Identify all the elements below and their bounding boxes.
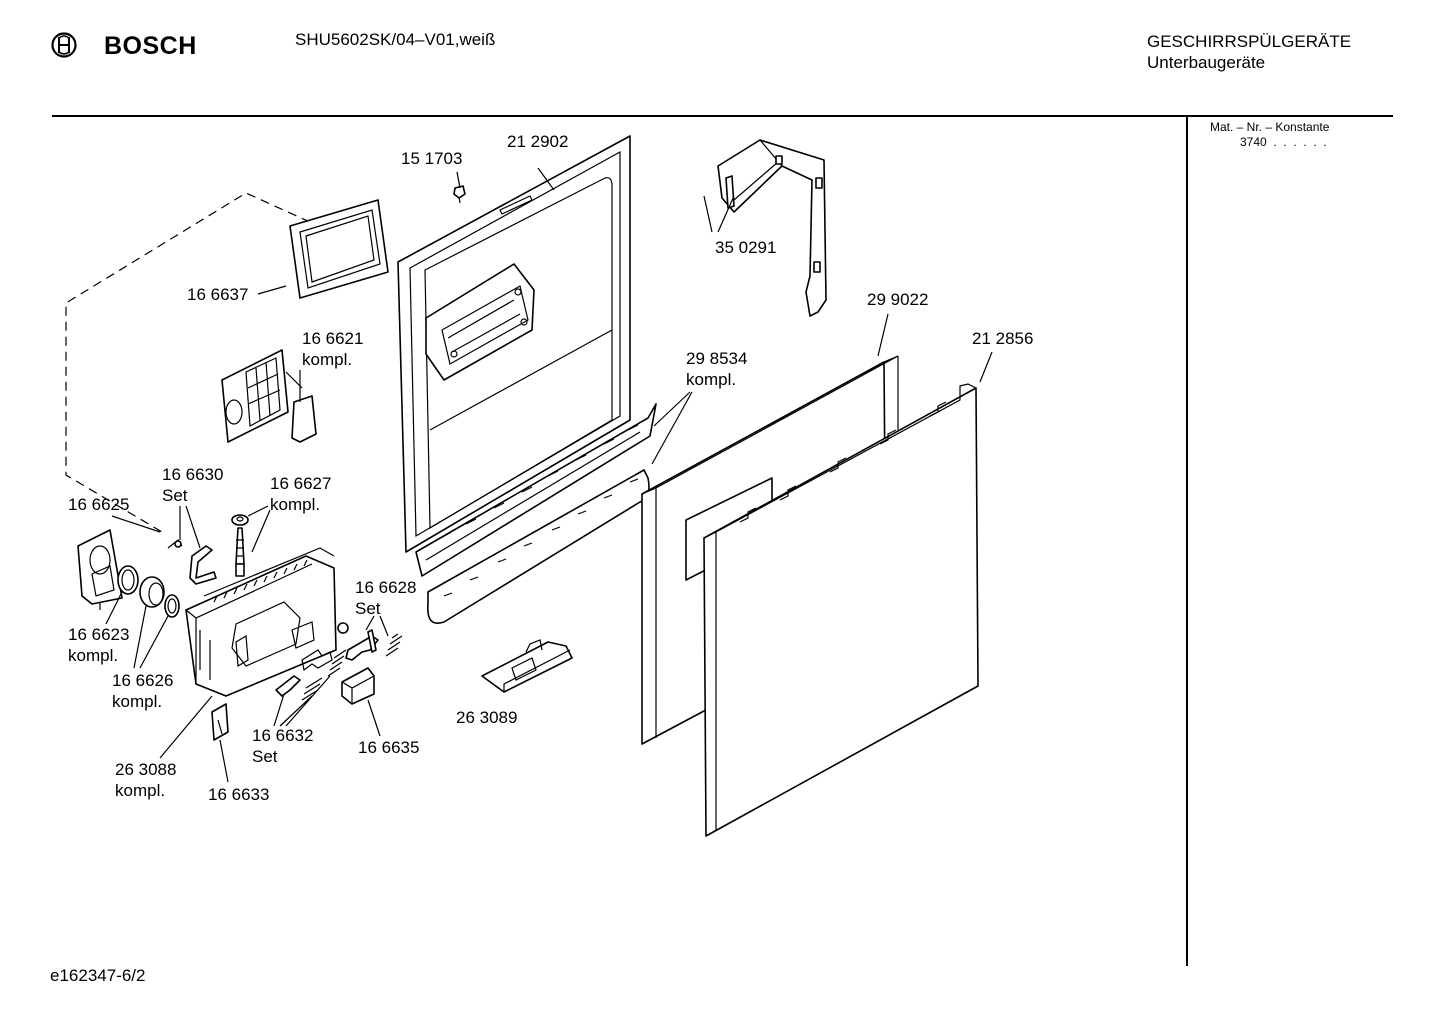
part-label-263088: 26 3088 kompl. <box>115 760 176 800</box>
part-label-166627: 16 6627 kompl. <box>270 474 331 514</box>
part-number: 16 6626 <box>112 671 173 690</box>
dispenser-lid <box>77 529 123 605</box>
category-title: GESCHIRRSPÜLGERÄTE <box>1147 32 1352 51</box>
part-number: 21 2856 <box>972 329 1033 348</box>
part-number: 16 6632 <box>252 726 313 745</box>
part-number: 26 3088 <box>115 760 176 779</box>
part-label-212902: 21 2902 <box>507 132 568 151</box>
hinge-bracket <box>717 139 827 317</box>
assembly-dashed-line <box>65 192 311 533</box>
part-number: 21 2902 <box>507 132 568 151</box>
seal-rings <box>117 565 180 618</box>
part-label-166623: 16 6623 kompl. <box>68 625 129 665</box>
part-number: 35 0291 <box>715 238 776 257</box>
part-number: 16 6635 <box>358 738 419 757</box>
drawing-id: e162347-6/2 <box>50 966 146 985</box>
leader-lines <box>99 167 993 783</box>
category-subtitle: Unterbaugeräte <box>1147 53 1266 72</box>
window-seal <box>289 199 389 299</box>
constant-value: 3740 . . . . . . <box>1240 135 1327 149</box>
part-qualifier: kompl. <box>115 781 165 800</box>
latch-spring-set <box>275 649 347 701</box>
door-trim-strip <box>415 403 657 624</box>
sidebar-divider <box>1186 116 1188 966</box>
part-labels: 21 2902 15 1703 35 0291 16 6637 16 6621 kompl… <box>68 132 1033 804</box>
pin-assembly <box>231 514 249 577</box>
part-number: 29 8534 <box>686 349 747 368</box>
part-label-151703: 15 1703 <box>401 149 462 168</box>
header-divider <box>52 115 1393 117</box>
part-label-166625: 16 6625 <box>68 495 129 514</box>
armature-icon <box>51 32 77 58</box>
decor-panel <box>703 383 979 837</box>
detergent-dispenser-housing <box>185 547 337 697</box>
part-label-166626: 16 6626 kompl. <box>112 671 173 711</box>
part-label-350291: 35 0291 <box>715 238 776 257</box>
door-switch <box>481 639 573 693</box>
part-label-299022: 29 9022 <box>867 290 928 309</box>
part-label-298534: 29 8534 kompl. <box>686 349 747 389</box>
model-number: SHU5602SK/04–V01,weiß <box>295 30 496 49</box>
part-label-166633: 16 6633 <box>208 785 269 804</box>
inner-door-panel <box>397 135 631 553</box>
part-qualifier: kompl. <box>302 350 352 369</box>
part-number: 16 6628 <box>355 578 416 597</box>
part-qualifier: kompl. <box>68 646 118 665</box>
part-qualifier: kompl. <box>270 495 320 514</box>
part-qualifier: Set <box>162 486 188 505</box>
part-number: 16 6625 <box>68 495 129 514</box>
part-qualifier: kompl. <box>112 692 162 711</box>
part-number: 15 1703 <box>401 149 462 168</box>
part-number: 16 6637 <box>187 285 248 304</box>
part-label-166635: 16 6635 <box>358 738 419 757</box>
part-qualifier: kompl. <box>686 370 736 389</box>
lever-spring-set <box>337 622 403 661</box>
strip-slots <box>439 424 639 597</box>
brand-name: BOSCH <box>104 32 197 60</box>
part-number: 26 3089 <box>456 708 517 727</box>
filter-grille <box>221 349 317 443</box>
part-number: 16 6630 <box>162 465 223 484</box>
part-label-166621: 16 6621 kompl. <box>302 329 363 369</box>
part-number: 16 6623 <box>68 625 129 644</box>
bosch-logo: BOSCH <box>50 31 200 60</box>
part-number: 16 6627 <box>270 474 331 493</box>
screw-part <box>453 185 466 204</box>
constant-label: Mat. – Nr. – Konstante <box>1210 120 1330 134</box>
part-qualifier: Set <box>252 747 278 766</box>
part-number: 29 9022 <box>867 290 928 309</box>
spring-lever-set <box>167 539 217 585</box>
part-label-263089: 26 3089 <box>456 708 517 727</box>
part-number: 16 6633 <box>208 785 269 804</box>
part-label-166637: 16 6637 <box>187 285 248 304</box>
part-qualifier: Set <box>355 599 381 618</box>
part-number: 16 6621 <box>302 329 363 348</box>
actuator-magnet <box>341 667 375 705</box>
clip-part <box>211 703 229 741</box>
part-label-212856: 21 2856 <box>972 329 1033 348</box>
